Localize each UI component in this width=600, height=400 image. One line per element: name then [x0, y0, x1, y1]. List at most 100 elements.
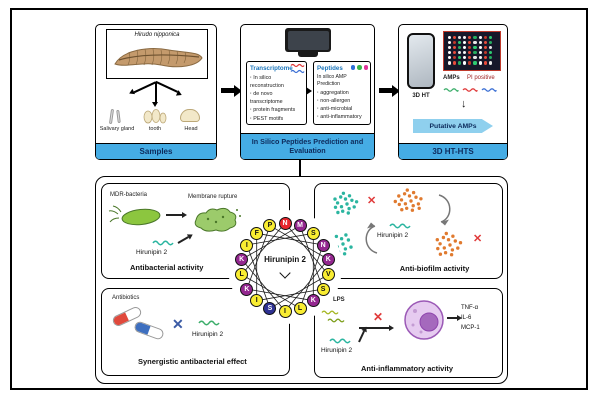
- planktonic-cluster-teal-icon: [333, 191, 359, 215]
- well: [468, 40, 472, 44]
- antibiofilm-peptide-label: Hirunipin 2: [377, 232, 409, 239]
- wheel-residue-i: I: [278, 304, 292, 318]
- wheel-residue-m: M: [293, 219, 307, 233]
- wheel-residue-i: I: [240, 238, 254, 252]
- antibiofilm-title: Anti-biofilm activity: [399, 264, 470, 273]
- rna-squiggle-red-icon: [290, 63, 305, 68]
- wheel-residue-f: F: [250, 226, 264, 240]
- bullet-item: anti-inflammatory: [317, 113, 367, 121]
- peptide-dots-icon: [350, 65, 368, 70]
- hirunipin-squiggle-icon: [152, 240, 174, 246]
- bullet-item: aggregation: [317, 89, 367, 97]
- well: [489, 56, 493, 60]
- figure-border: [10, 8, 588, 390]
- lps-squiggle-icon: [327, 318, 345, 323]
- antibiotics-label: Antibiotics: [112, 295, 140, 301]
- well: [468, 45, 472, 50]
- wheel-residue-n: N: [316, 238, 330, 252]
- wheel-residue-n: N: [278, 216, 292, 230]
- bullet-item: de novo transcriptome: [250, 90, 303, 106]
- peptide-squiggle-blue-icon: [481, 88, 497, 92]
- bullet-item: anti-microbial: [317, 105, 367, 113]
- well: [457, 51, 462, 55]
- wheel-residue-l: L: [235, 268, 249, 282]
- samples-panel: Hirudo nipponica Salivary gland tooth He…: [95, 24, 217, 160]
- antiinflammatory-box: LPS TNF-α IL-6 MCP-1 Hirunipin 2 Anti-in…: [314, 288, 503, 378]
- well: [463, 51, 467, 55]
- well: [468, 61, 472, 65]
- wheel-residue-s: S: [263, 301, 277, 315]
- samples-caption-bar: Samples: [96, 143, 216, 159]
- well: [478, 56, 482, 60]
- bullet-item: In silico reconstruction: [250, 74, 303, 90]
- well: [468, 35, 472, 39]
- well: [468, 56, 472, 60]
- well: [452, 61, 456, 65]
- arrow-samples-to-insilico: [221, 84, 242, 97]
- wheel-residue-k: K: [321, 252, 335, 266]
- wheel-residue-l: L: [293, 301, 307, 315]
- head-illustration: [180, 109, 200, 122]
- well: [463, 56, 467, 60]
- well: [483, 35, 487, 39]
- cytokine-il6: IL-6: [461, 315, 472, 322]
- well: [478, 45, 482, 50]
- cycle-arrow-up-icon: [365, 222, 378, 254]
- rna-squiggle-blue-icon: [290, 69, 305, 74]
- wheel-residue-p: P: [263, 219, 277, 233]
- well: [447, 45, 451, 50]
- antibiofilm-box: Hirunipin 2 Anti-biofilm activity: [314, 183, 503, 279]
- ruptured-bacterium-icon: [194, 207, 241, 232]
- synergistic-peptide-label: Hirunipin 2: [192, 331, 224, 338]
- well: [452, 40, 456, 44]
- well: [489, 40, 493, 44]
- computer-monitor-icon: [285, 28, 331, 57]
- lps-squiggle-icon: [321, 310, 339, 315]
- well: [447, 40, 451, 44]
- lps-label: LPS: [333, 297, 345, 303]
- red-x-icon: [473, 234, 482, 245]
- wheel-residue-k: K: [235, 252, 249, 266]
- well: [463, 61, 467, 65]
- tooth-illustration: [143, 109, 167, 124]
- antibiotic-capsule-blue-icon: [133, 320, 165, 341]
- red-x-icon: [367, 196, 376, 207]
- well: [457, 40, 462, 44]
- wheel-residue-v: V: [321, 268, 335, 282]
- transcriptome-box: Transcriptome In silico reconstructionde…: [246, 61, 307, 125]
- arrow-to-tooth: [152, 82, 158, 107]
- leech-illustration: [114, 48, 203, 68]
- bacterium-icon: [108, 205, 161, 226]
- well: [463, 35, 467, 39]
- well: [447, 56, 451, 60]
- hirunipin-squiggle-icon: [389, 223, 411, 229]
- peptides-bullet-list: aggregationnon-allergenanti-microbialant…: [317, 89, 367, 121]
- antibacterial-peptide-label: Hirunipin 2: [136, 249, 168, 256]
- hirunipin-squiggle-icon: [198, 320, 220, 326]
- specimen-label-salivary-gland: Salivary gland: [99, 126, 135, 132]
- arrow-down-to-putative-icon: [461, 99, 467, 110]
- well: [483, 45, 487, 50]
- wheel-center-label: Hirunipin 2: [264, 255, 306, 264]
- cycle-arrow-down-icon: [438, 194, 451, 226]
- well: [457, 45, 462, 50]
- well: [473, 40, 477, 44]
- well: [483, 56, 487, 60]
- well: [457, 35, 462, 39]
- well: [489, 35, 493, 39]
- pi-positive-label: PI positive: [467, 75, 495, 81]
- macrophage-cell-icon: [404, 300, 444, 340]
- cytokine-tnf: TNF-α: [461, 305, 479, 311]
- well: [489, 61, 493, 65]
- wheel-residue-s: S: [306, 226, 320, 240]
- arrow-peptide-to-x: [358, 330, 365, 343]
- cytokine-mcp1: MCP-1: [461, 325, 480, 332]
- peptides-title: Peptides: [317, 65, 343, 72]
- hts-caption-bar: 3D HT-HTS: [399, 143, 507, 159]
- wheel-residue-s: S: [316, 282, 330, 296]
- well: [452, 45, 456, 50]
- bullet-item: non-allergen: [317, 97, 367, 105]
- arrow-cell-to-cytokines: [447, 314, 462, 321]
